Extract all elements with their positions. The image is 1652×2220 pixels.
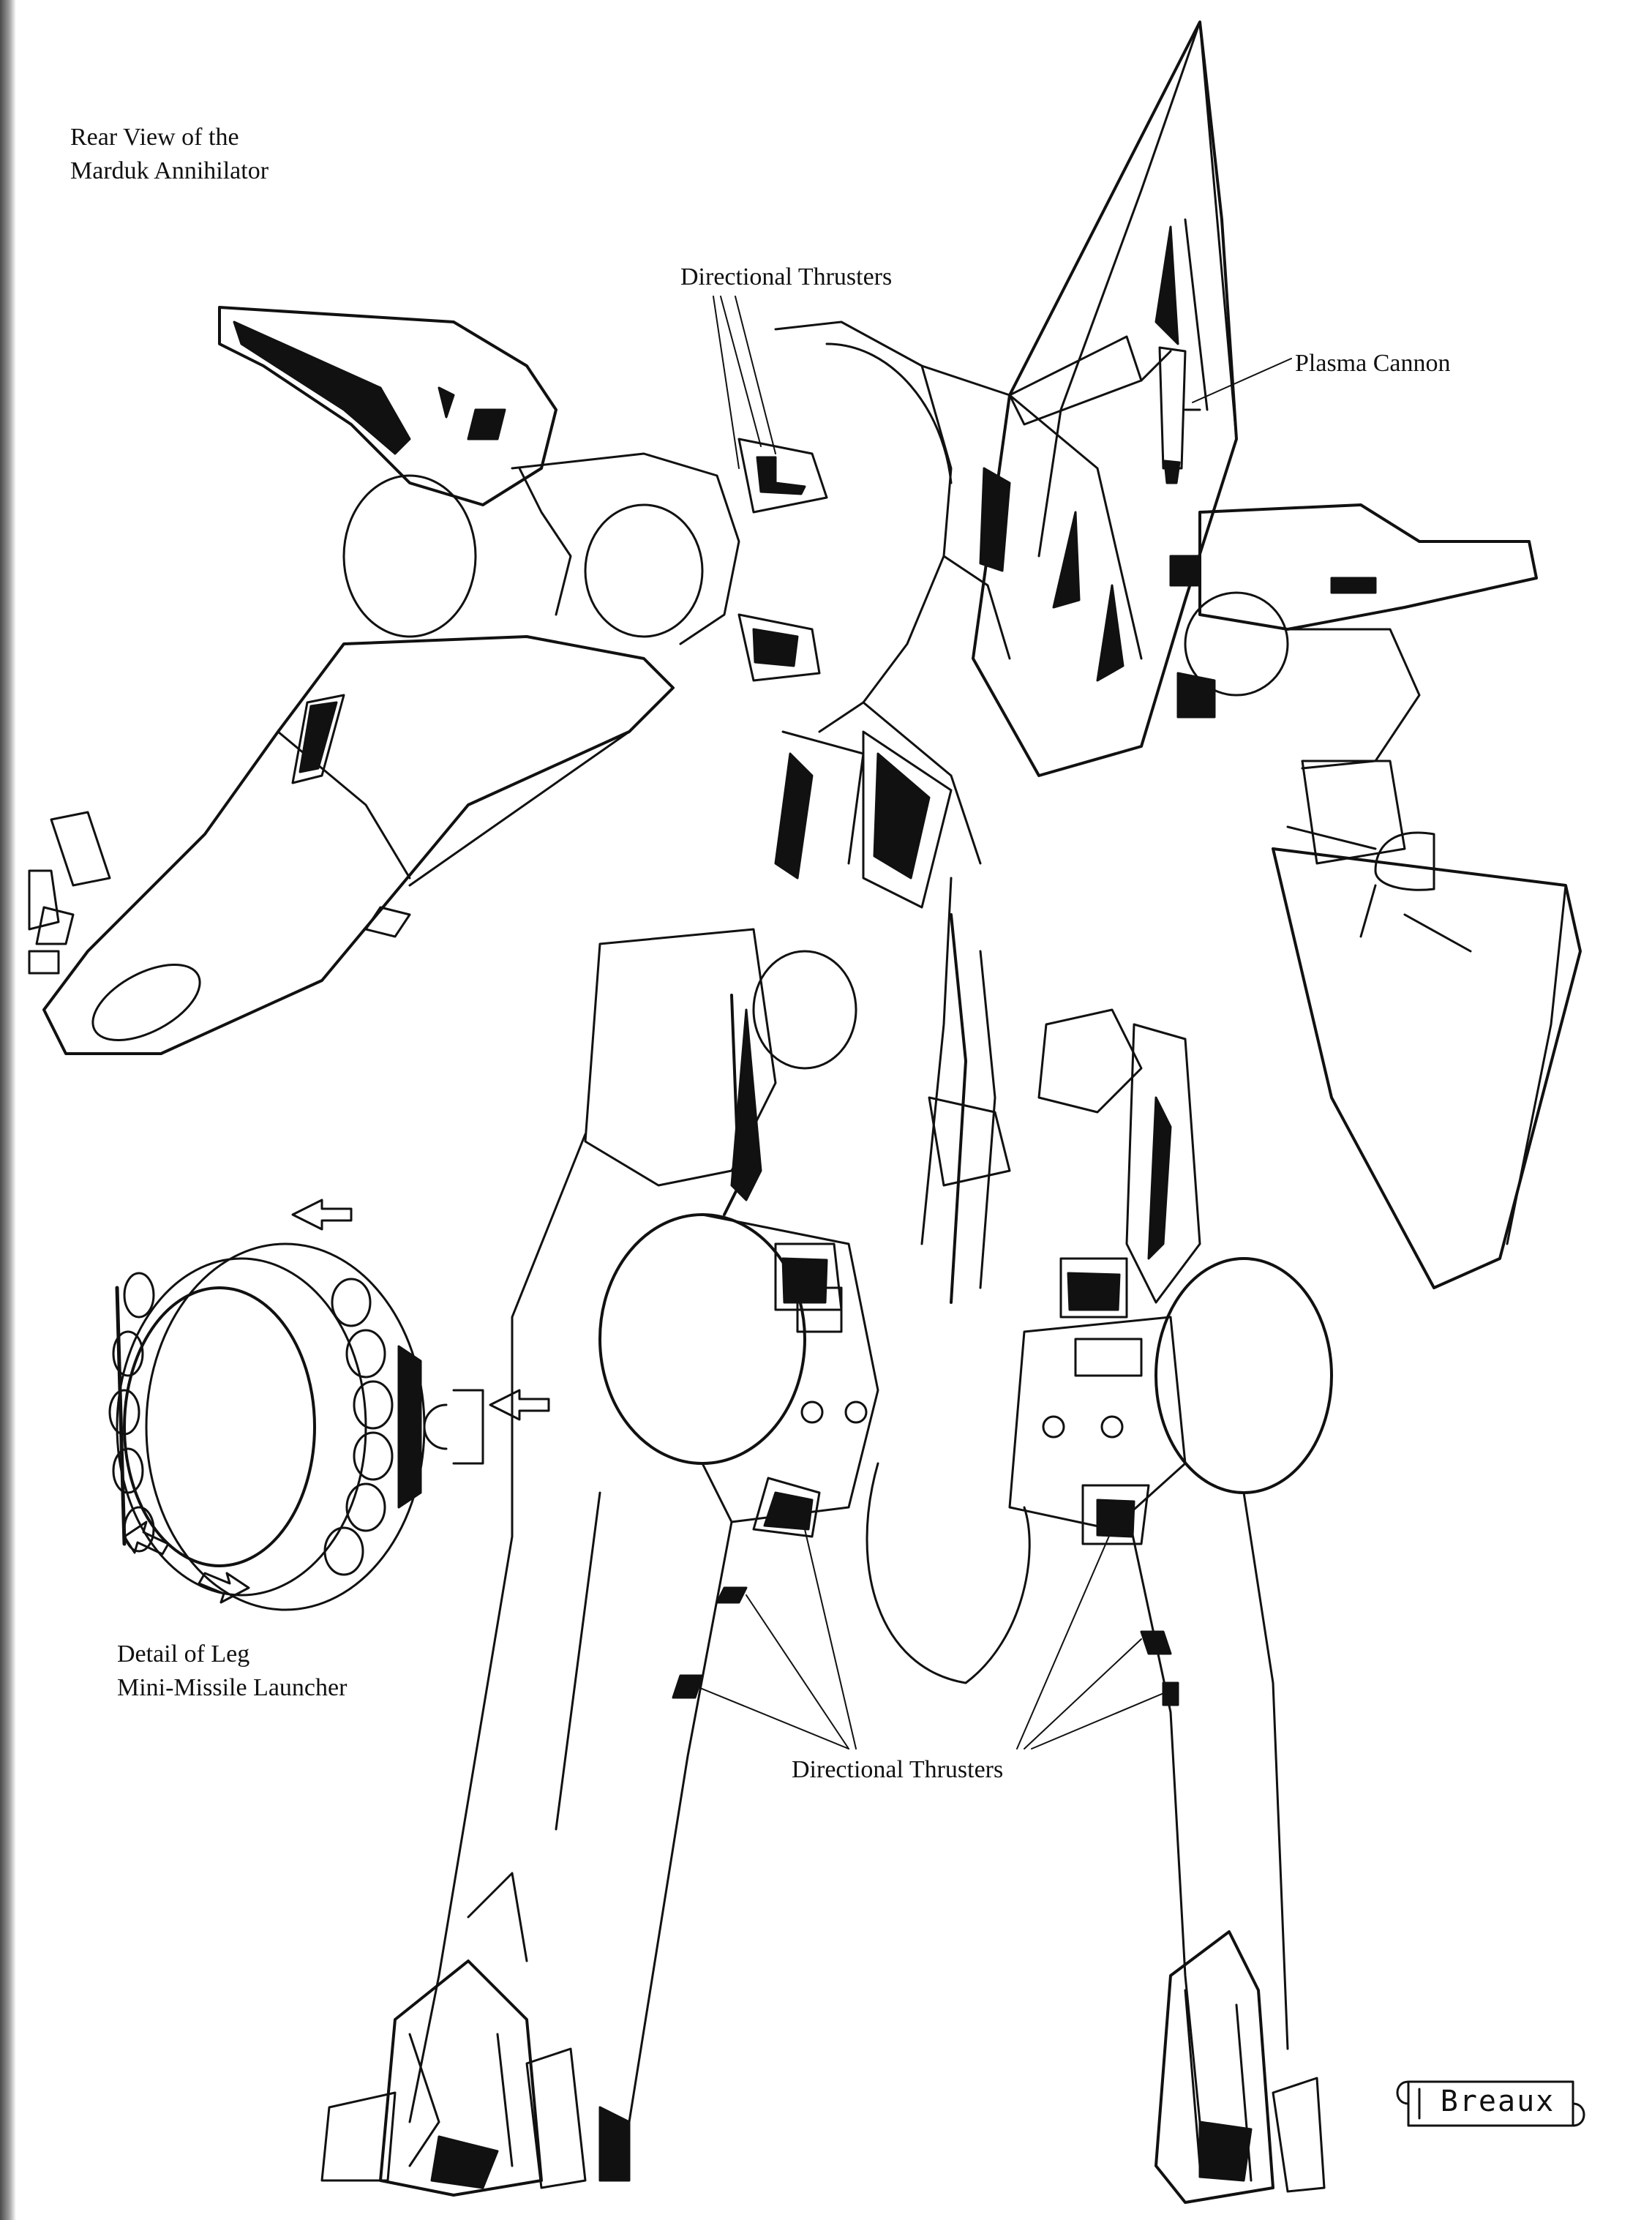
signature-scroll xyxy=(1396,2080,1585,2127)
missile-launcher-detail xyxy=(108,1199,550,1611)
callout-plasma-cannon: Plasma Cannon xyxy=(1295,350,1451,377)
signature-text: Breaux xyxy=(1440,2085,1555,2118)
head-spike xyxy=(972,20,1238,777)
figure-title-line-1: Rear View of the xyxy=(70,124,239,151)
right-arm xyxy=(1169,503,1582,1289)
plasma-cannon xyxy=(1158,346,1201,484)
figure-title: Rear View of the Marduk Annihilator xyxy=(70,121,269,188)
scan-edge-shadow xyxy=(0,0,16,2220)
leg-detail-line-2: Mini-Missile Launcher xyxy=(117,1674,348,1701)
artist-signature: Breaux xyxy=(1401,2072,1590,2134)
callout-leg-missile-launcher: Detail of Leg Mini-Missile Launcher xyxy=(117,1638,347,1705)
torso xyxy=(774,320,1011,1304)
right-leg xyxy=(866,1257,1333,2204)
callout-directional-thrusters-lower: Directional Thrusters xyxy=(792,1756,1004,1783)
callout-lines xyxy=(687,296,1292,1750)
callout-directional-thrusters-upper: Directional Thrusters xyxy=(680,263,893,290)
left-leg xyxy=(320,1133,879,2197)
left-arm xyxy=(28,306,828,1055)
figure-title-line-2: Marduk Annihilator xyxy=(70,157,269,184)
hips xyxy=(584,928,1201,1304)
leg-detail-line-1: Detail of Leg xyxy=(117,1640,250,1668)
